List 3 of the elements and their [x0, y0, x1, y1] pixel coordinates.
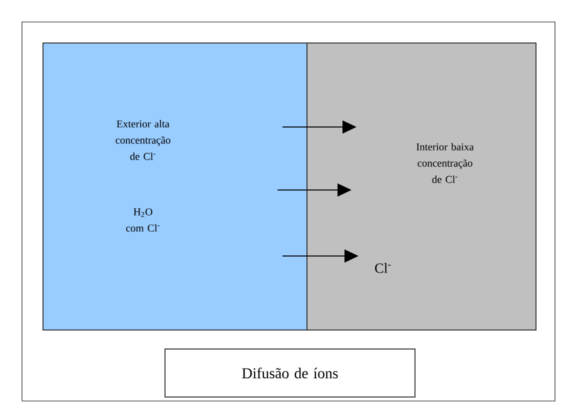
region-box: Interior baixa concentração de Cl$^{-}$ Cl$^{-}$: [306, 42, 536, 330]
region-box: Exterior alta concentração de Cl$^{-}$ H$_{2}$O com Cl$^{-}$: [42, 42, 308, 330]
caption-box: Difusão de íons: [164, 348, 416, 398]
